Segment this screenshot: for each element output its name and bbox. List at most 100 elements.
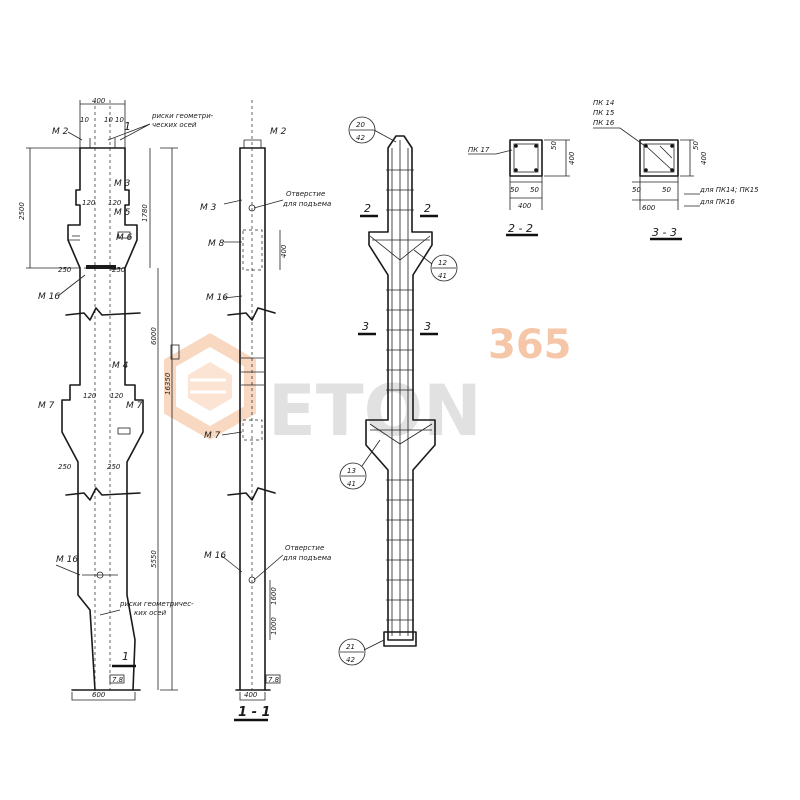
dim-top-width <box>79 100 126 148</box>
view-1-column: 2500 1780 6000 16350 5550 400 10 10 10 6… <box>18 97 214 701</box>
section-marker-bottom: 1 <box>122 650 129 663</box>
side-mark-m16a: М 16 <box>206 293 228 303</box>
note-top-line2: ческих осей <box>152 121 197 129</box>
leader-line <box>57 274 86 297</box>
leader-line <box>67 131 83 141</box>
section-2-2-stirrup <box>513 143 539 173</box>
column-outline-left <box>61 147 96 691</box>
section-tag <box>265 674 281 684</box>
dim-400a: 400 <box>280 244 288 258</box>
note-bottom-line1: риски геометричес- <box>119 600 194 608</box>
dim-bottom-width <box>71 692 136 701</box>
leader-line <box>221 199 243 573</box>
tag-bottom-side: 7.8 <box>268 676 280 684</box>
dim-400b: 400 <box>244 691 258 699</box>
watermark-logo-icon <box>164 333 256 440</box>
section-3-3: ПК 14 ПК 15 ПК 16 50 50 600 400 50 для П… <box>593 99 759 241</box>
side-note-bottom-line2: для подъема <box>282 554 331 562</box>
dim-1780-label: 1780 <box>141 204 149 222</box>
view-11-column: 400 1600 1000 400 7.8 М 2 М 3 М 8 М 16 М… <box>200 100 331 722</box>
rebar-dot <box>534 144 538 148</box>
leader-line <box>468 149 513 155</box>
side-note-top-line1: Отверстие <box>286 190 325 198</box>
leader-line <box>107 123 151 141</box>
rebar-cage-view: 2 2 3 3 20 42 12 41 13 41 21 42 <box>338 116 458 666</box>
sec33-note-b: для ПК16 <box>699 198 735 206</box>
top-cap <box>243 139 262 148</box>
sec33-d600: 600 <box>642 204 656 212</box>
break-line <box>227 487 276 501</box>
section-2-2-outline <box>509 139 543 177</box>
callout-4-bottom: 42 <box>346 656 355 664</box>
note-bottom-line2: ких осей <box>134 609 167 617</box>
sec3-right: 3 <box>424 320 431 333</box>
sec22-d50v: 50 <box>550 141 558 150</box>
dim-5550-label: 5550 <box>150 550 158 568</box>
dim-10a: 10 <box>80 116 89 124</box>
mark-m16b: М 16 <box>56 555 78 565</box>
break-line <box>65 307 141 321</box>
callout-circle <box>338 638 366 666</box>
sec22-d50a: 50 <box>510 186 519 194</box>
dim-250a: 250 <box>58 266 72 274</box>
dim-lines <box>632 176 679 210</box>
mark-m6: М 6 <box>116 233 133 243</box>
dim-lines <box>680 139 694 177</box>
dim-120a: 120 <box>82 199 96 207</box>
console-edge <box>68 235 126 271</box>
side-mark-m16b: М 16 <box>204 551 226 561</box>
mark-m7a: М 7 <box>38 401 55 411</box>
sec2-left: 2 <box>364 202 371 215</box>
section-3-3-title: 3 - 3 <box>652 226 677 239</box>
dim-250b: 250 <box>112 266 126 274</box>
callout-leader <box>340 639 385 653</box>
break-line <box>227 307 276 321</box>
dim-6000-label: 6000 <box>150 327 158 345</box>
sec33-note-a: для ПК14; ПК15 <box>699 186 759 194</box>
leader-line <box>99 609 121 616</box>
sec3-left: 3 <box>362 320 369 333</box>
callout-circle <box>339 462 367 490</box>
hidden-console <box>242 419 263 441</box>
rebar-dot <box>514 144 518 148</box>
dim-top-width-label: 400 <box>92 97 106 105</box>
sec22-d400: 400 <box>518 202 532 210</box>
section-3-3-outline <box>639 139 679 177</box>
rebar-dot <box>670 144 674 148</box>
leader-line <box>55 564 81 576</box>
lifting-hole <box>248 576 256 584</box>
rebar-dot <box>670 168 674 172</box>
watermark: 365 ETON <box>164 322 572 452</box>
callout-2-top: 12 <box>438 259 447 267</box>
dim-10c: 10 <box>115 116 124 124</box>
sec33-label-pk15: ПК 15 <box>593 109 615 117</box>
dim-10b: 10 <box>104 116 113 124</box>
dim-2500-label: 2500 <box>18 202 26 220</box>
side-mark-m8: М 8 <box>208 239 225 249</box>
sec33-label-pk14: ПК 14 <box>593 99 614 107</box>
leader-line <box>593 127 646 147</box>
lifting-hole <box>96 571 104 579</box>
watermark-number: 365 <box>488 322 572 368</box>
dim-16350-label: 16350 <box>164 372 172 395</box>
top-plate <box>89 138 116 148</box>
mark-m16a: М 16 <box>38 292 60 302</box>
side-mark-m7: М 7 <box>204 431 221 441</box>
hatch-lines <box>645 145 673 171</box>
break-line <box>65 487 141 501</box>
sec22-d400v: 400 <box>568 151 576 165</box>
callout-3-bottom: 41 <box>347 480 356 488</box>
callout-1-top: 20 <box>356 121 365 129</box>
sec33-d400v: 400 <box>700 151 708 165</box>
dim-lines <box>509 176 543 210</box>
embedded-lines <box>241 357 264 386</box>
callout-4-top: 21 <box>346 643 355 651</box>
sec33-d50v: 50 <box>692 141 700 150</box>
dim-250d: 250 <box>107 463 121 471</box>
column-outline-right <box>124 147 144 691</box>
callout-2-bottom: 41 <box>438 272 447 280</box>
callout-circle <box>430 254 458 282</box>
sec33-d50a: 50 <box>632 186 641 194</box>
side-note-top-line2: для подъема <box>282 200 331 208</box>
